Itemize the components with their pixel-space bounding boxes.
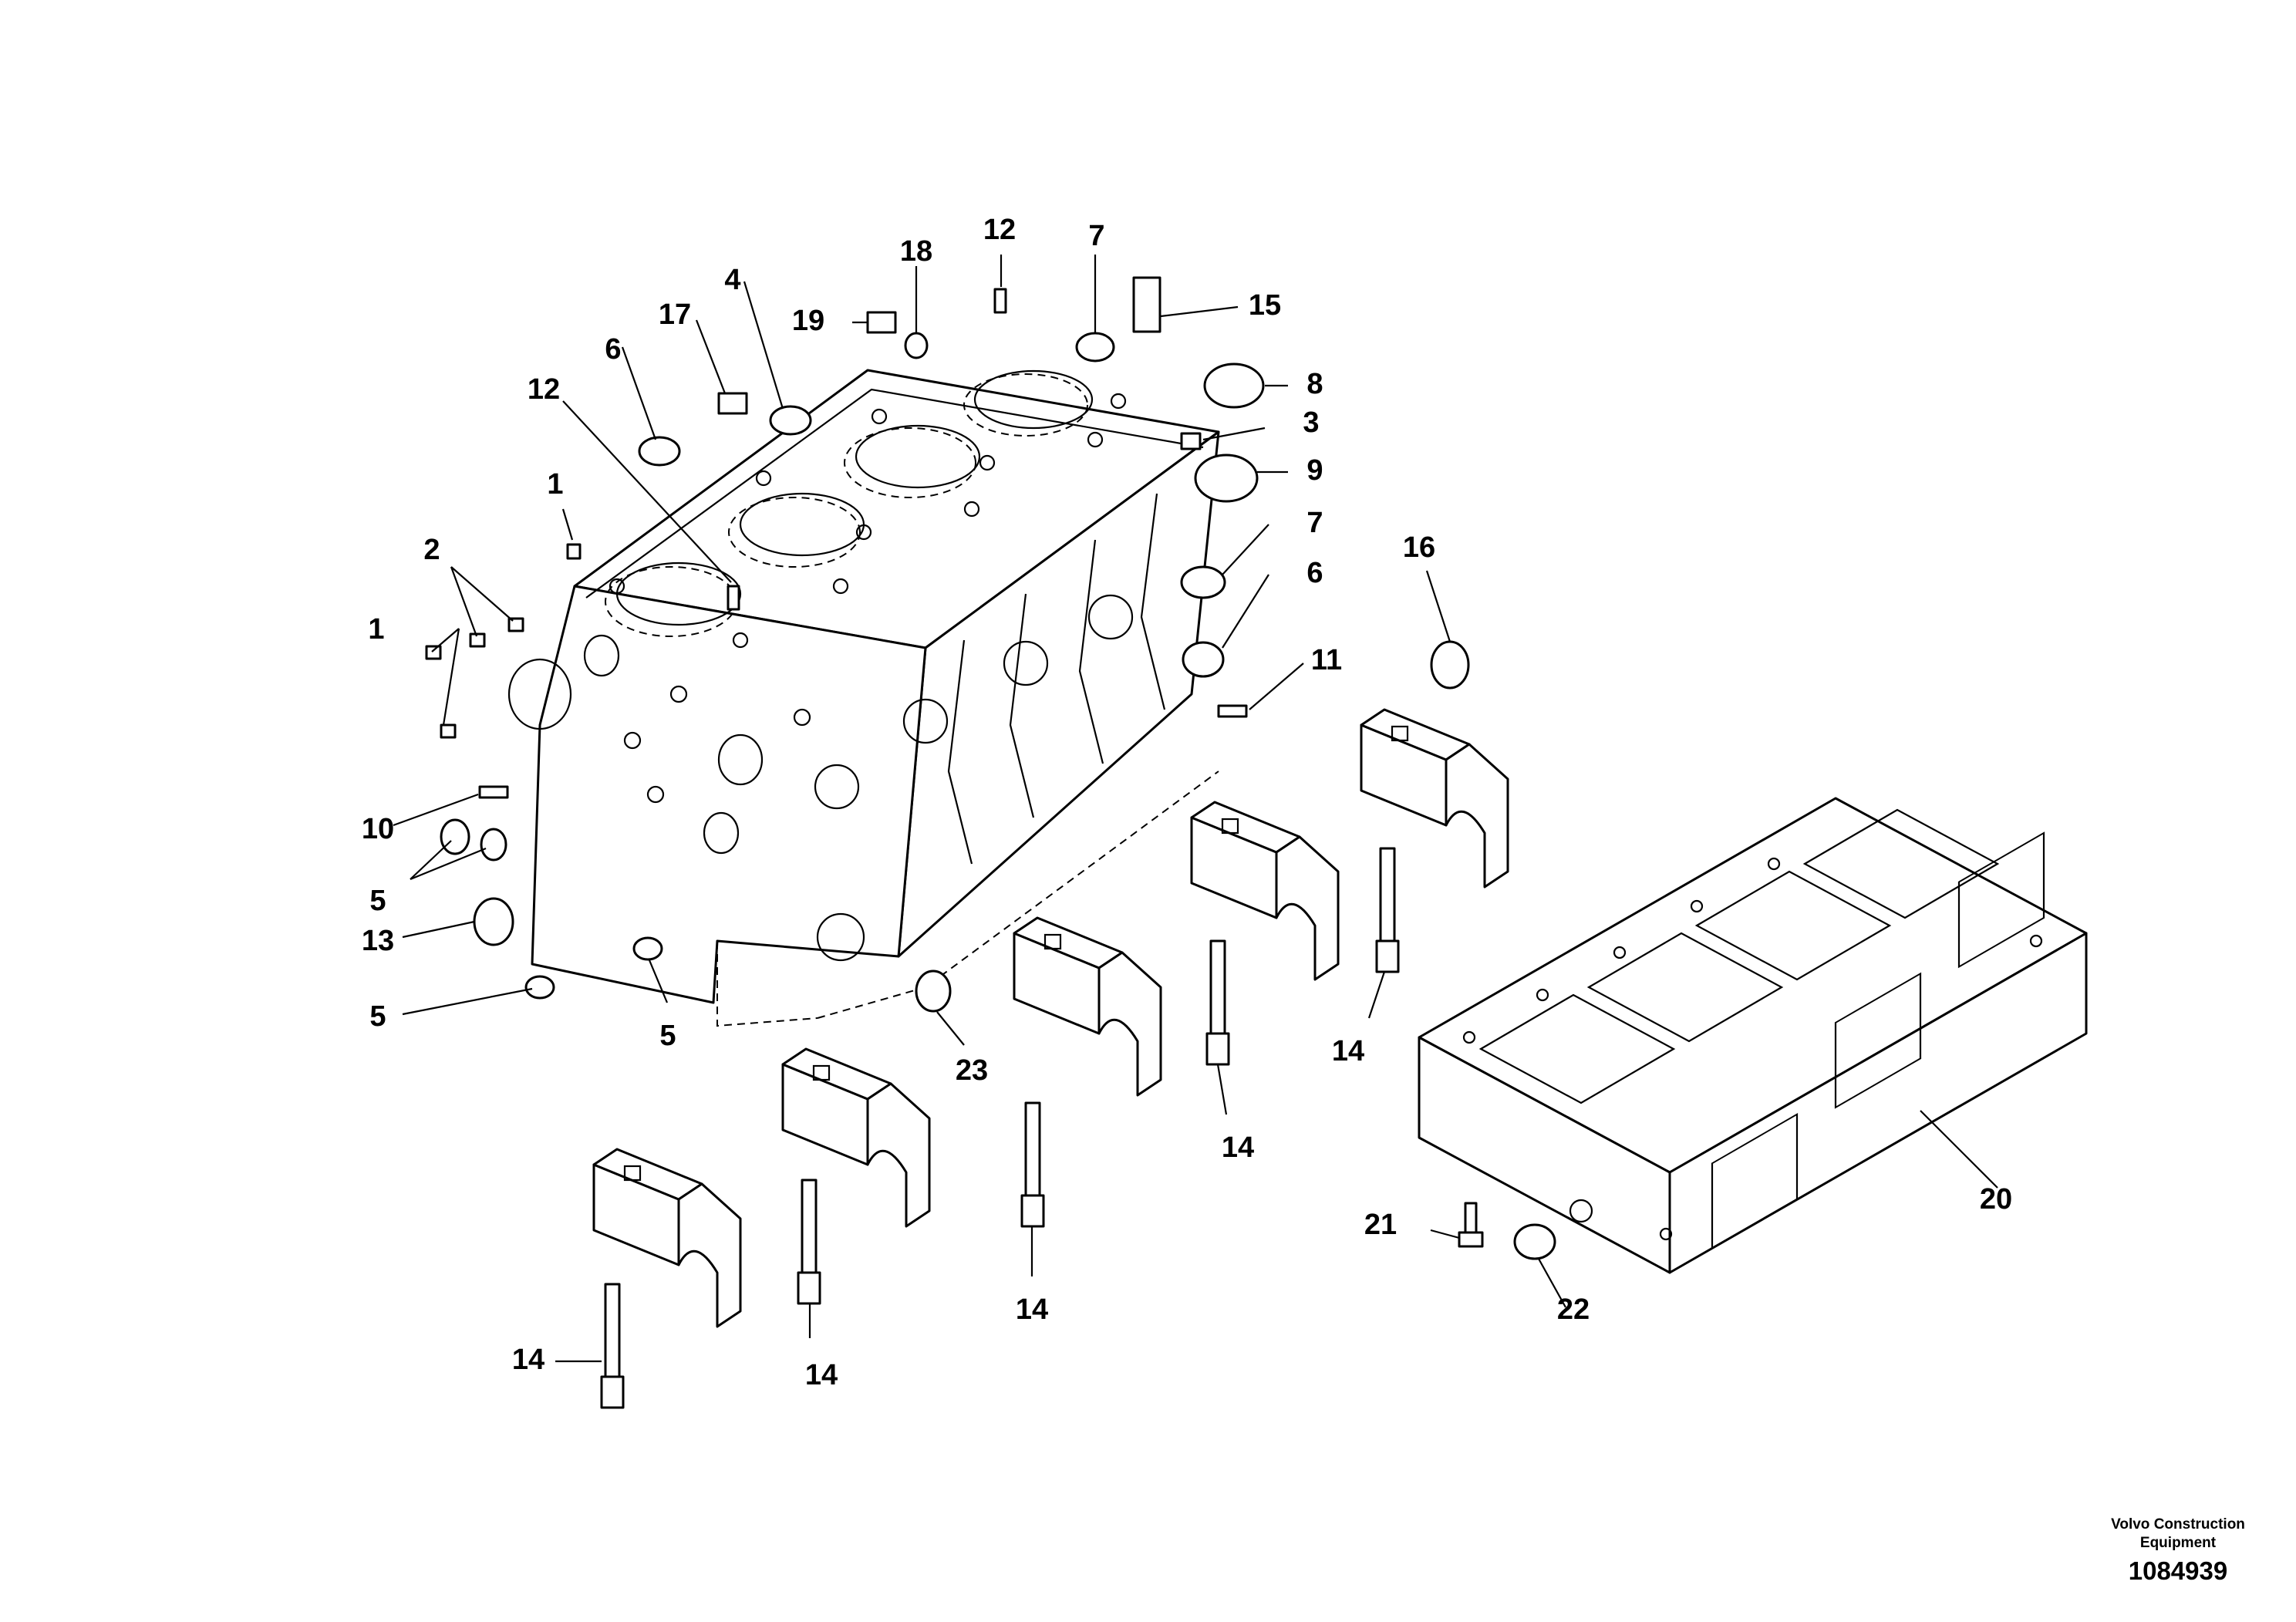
callout-14-a: 14 bbox=[512, 1344, 544, 1376]
callout-14-d: 14 bbox=[1222, 1131, 1254, 1164]
bearing-cap-5 bbox=[1360, 708, 1509, 889]
callout-5-center: 5 bbox=[659, 1020, 676, 1052]
bushing-22 bbox=[1513, 1223, 1556, 1260]
callout-6-right: 6 bbox=[1306, 557, 1323, 589]
callout-3: 3 bbox=[1303, 406, 1319, 439]
company-name-line1: Volvo Construction bbox=[2111, 1516, 2245, 1533]
document-number: 1084939 bbox=[2129, 1556, 2227, 1585]
callout-18: 18 bbox=[900, 235, 932, 268]
lower-block bbox=[1418, 797, 2088, 1274]
callout-19: 19 bbox=[792, 305, 824, 337]
callout-9: 9 bbox=[1306, 454, 1323, 487]
callout-6-left: 6 bbox=[605, 333, 621, 366]
callout-14-c: 14 bbox=[1016, 1293, 1048, 1326]
callout-16: 16 bbox=[1403, 531, 1435, 564]
callout-17: 17 bbox=[659, 298, 691, 331]
callout-15: 15 bbox=[1249, 289, 1281, 322]
callout-12-top: 12 bbox=[983, 214, 1016, 246]
leader-lines bbox=[393, 255, 1998, 1363]
callout-5-lower: 5 bbox=[369, 1000, 386, 1033]
callout-20: 20 bbox=[1980, 1183, 2012, 1216]
cylinder-block bbox=[507, 369, 1220, 1027]
bearing-cap-2 bbox=[781, 1047, 931, 1228]
callout-10: 10 bbox=[362, 813, 394, 845]
callout-1-top: 1 bbox=[547, 468, 563, 501]
bolt-4 bbox=[1205, 939, 1230, 1066]
callout-13: 13 bbox=[362, 925, 394, 957]
callout-14-b: 14 bbox=[805, 1359, 838, 1391]
footer-block: Volvo Construction Equipment 1084939 bbox=[2111, 1516, 2245, 1585]
callout-1-side: 1 bbox=[368, 613, 384, 646]
callout-5-pair: 5 bbox=[369, 885, 386, 917]
callout-labels: 1 1 2 3 4 5 5 5 5 6 6 7 7 8 9 10 11 12 1… bbox=[362, 214, 2012, 1391]
callout-11: 11 bbox=[1311, 644, 1342, 676]
callout-23: 23 bbox=[956, 1054, 988, 1087]
callout-22: 22 bbox=[1557, 1293, 1590, 1326]
callout-7-top: 7 bbox=[1088, 220, 1104, 252]
callout-21: 21 bbox=[1364, 1209, 1397, 1241]
small-parts bbox=[425, 276, 1470, 1013]
callout-8: 8 bbox=[1306, 368, 1323, 400]
bolt-1 bbox=[600, 1283, 625, 1409]
bearing-cap-1 bbox=[592, 1148, 742, 1328]
company-name-line2: Equipment bbox=[2140, 1535, 2217, 1551]
bolt-21 bbox=[1458, 1202, 1484, 1248]
callout-14-e: 14 bbox=[1332, 1035, 1364, 1067]
bearing-cap-3 bbox=[1013, 916, 1162, 1097]
bolt-5 bbox=[1375, 847, 1400, 973]
callout-2: 2 bbox=[423, 534, 440, 566]
callout-4: 4 bbox=[724, 264, 740, 296]
bearing-cap-4 bbox=[1190, 801, 1340, 981]
bolt-2 bbox=[797, 1179, 821, 1305]
callout-7-right: 7 bbox=[1306, 507, 1323, 539]
callout-12-left: 12 bbox=[528, 373, 560, 406]
bolt-3 bbox=[1020, 1101, 1045, 1228]
